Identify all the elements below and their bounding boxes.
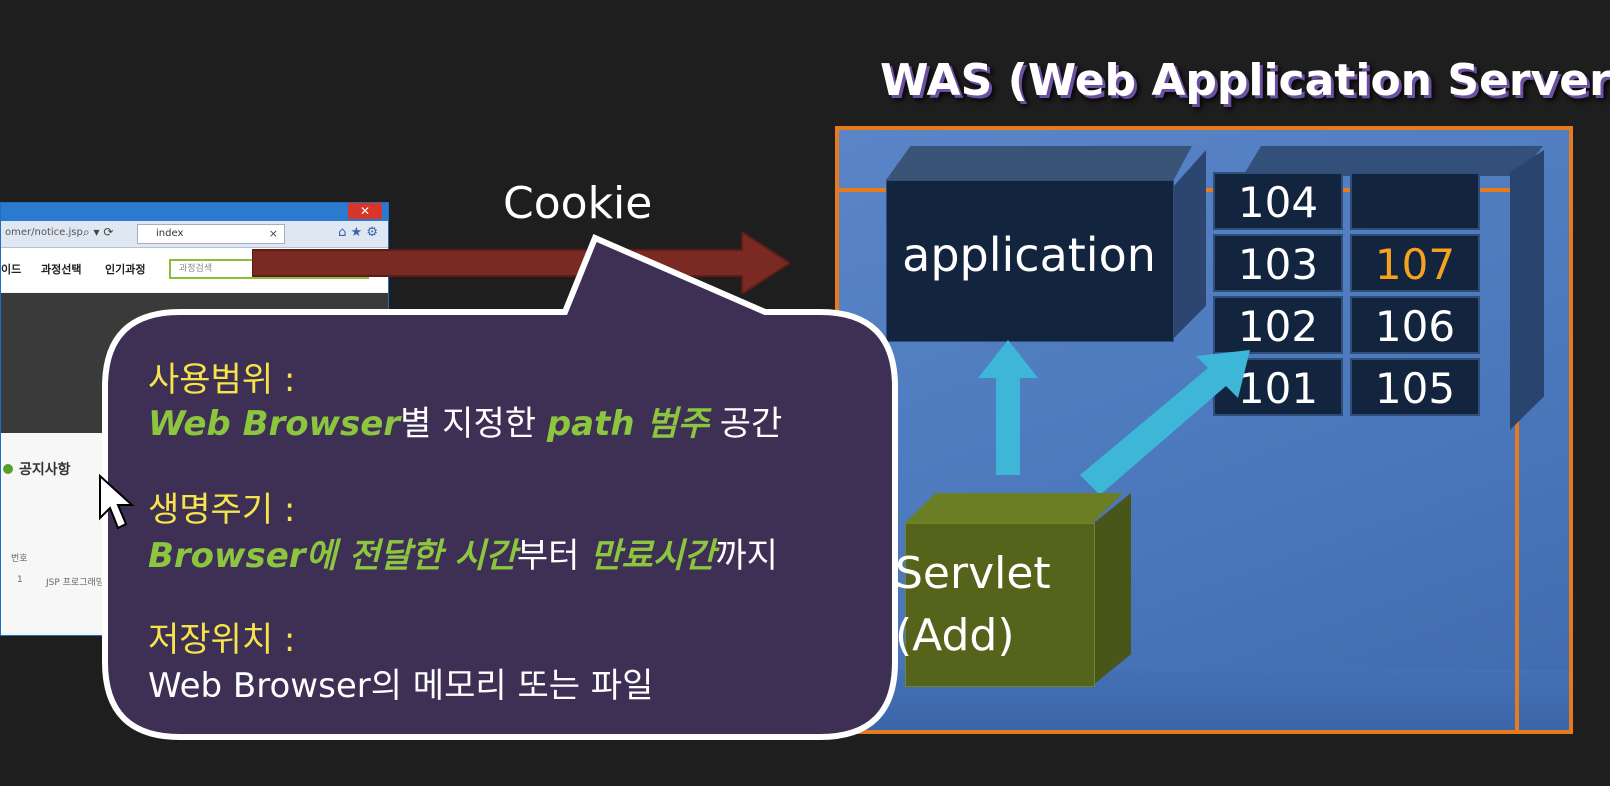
browser-titlebar: ✕ [1,203,388,221]
scope-line: Web Browser별 지정한 path 범주 공간 [148,396,782,445]
callout-bubble [102,234,898,740]
tab-close-icon[interactable]: × [268,227,278,240]
arrow-to-grid [1080,350,1250,495]
grid-cell: 102 [1213,296,1343,354]
lifetime-heading: 생명주기 : [148,482,295,531]
grid-cell: 106 [1350,296,1480,354]
column-header: 번호 [11,554,28,564]
notice-dot-icon [3,464,13,474]
storage-text: Web Browser의 메모리 또는 파일 [148,666,654,706]
lifetime-heading-text: 생명주기 : [148,490,296,530]
lifetime-green1: Browser에 전달한 시간 [148,536,517,576]
application-scope-box [886,180,1174,342]
close-icon[interactable]: ✕ [348,203,382,219]
servlet-top-face [905,493,1123,523]
search-icon[interactable]: ⌕ ▾ ⟳ [83,225,114,239]
grid-side-face [1510,150,1544,430]
lifetime-white1: 부터 [516,536,591,576]
lifetime-line: Browser에 전달한 시간부터 만료시간까지 [148,528,778,577]
servlet-box [905,523,1095,687]
row-text[interactable]: JSP 프로그래밍 [46,578,105,588]
notice-title: 공지사항 [3,459,71,479]
row-number: 1 [17,575,23,585]
application-top-face [886,146,1192,180]
grid-cell: 105 [1350,358,1480,416]
url-text[interactable]: omer/notice.jsp [5,227,83,238]
tab-title: index [156,228,184,239]
mouse-cursor-icon [99,474,135,530]
was-front-edge [1515,188,1519,730]
grid-top-face [1243,146,1543,176]
grid-cell: 104 [1213,172,1343,230]
cookie-arrow [252,232,790,294]
grid-cell [1350,172,1480,230]
scope-heading: 사용범위 : [148,352,295,401]
application-label: application [902,228,1156,282]
storage-line: Web Browser의 메모리 또는 파일 [148,658,653,707]
arrow-up-to-application [978,340,1038,475]
notice-title-text: 공지사항 [19,462,71,478]
scope-green2: path 범주 [546,404,709,444]
browser-address-bar: omer/notice.jsp ⌕ ▾ ⟳ index × ⌂ ★ ⚙ [1,221,388,248]
servlet-side-face [1093,493,1131,685]
grid-cell-highlight: 107 [1350,234,1480,292]
cookie-label: Cookie [503,178,653,229]
was-title: WAS (Web Application Server) [880,55,1610,106]
servlet-label: Servlet [895,548,1051,599]
scope-green1: Web Browser [148,404,401,444]
scope-heading-text: 사용범위 : [148,360,296,400]
grid-cell: 103 [1213,234,1343,292]
lifetime-white2: 까지 [715,536,778,576]
servlet-sublabel: (Add) [895,610,1015,661]
home-star-gear-icons[interactable]: ⌂ ★ ⚙ [338,225,378,240]
lifetime-green2: 만료시간 [590,536,716,576]
menu-item-guide[interactable]: 이드 [1,263,22,276]
menu-item-popular[interactable]: 인기과정 [105,263,146,276]
storage-heading-text: 저장위치 : [148,620,296,660]
browser-tab[interactable]: index × [137,224,285,244]
scope-white1: 별 지정한 [400,404,547,444]
menu-item-course-select[interactable]: 과정선택 [41,263,82,276]
storage-heading: 저장위치 : [148,612,295,661]
scope-white2: 공간 [708,404,783,444]
